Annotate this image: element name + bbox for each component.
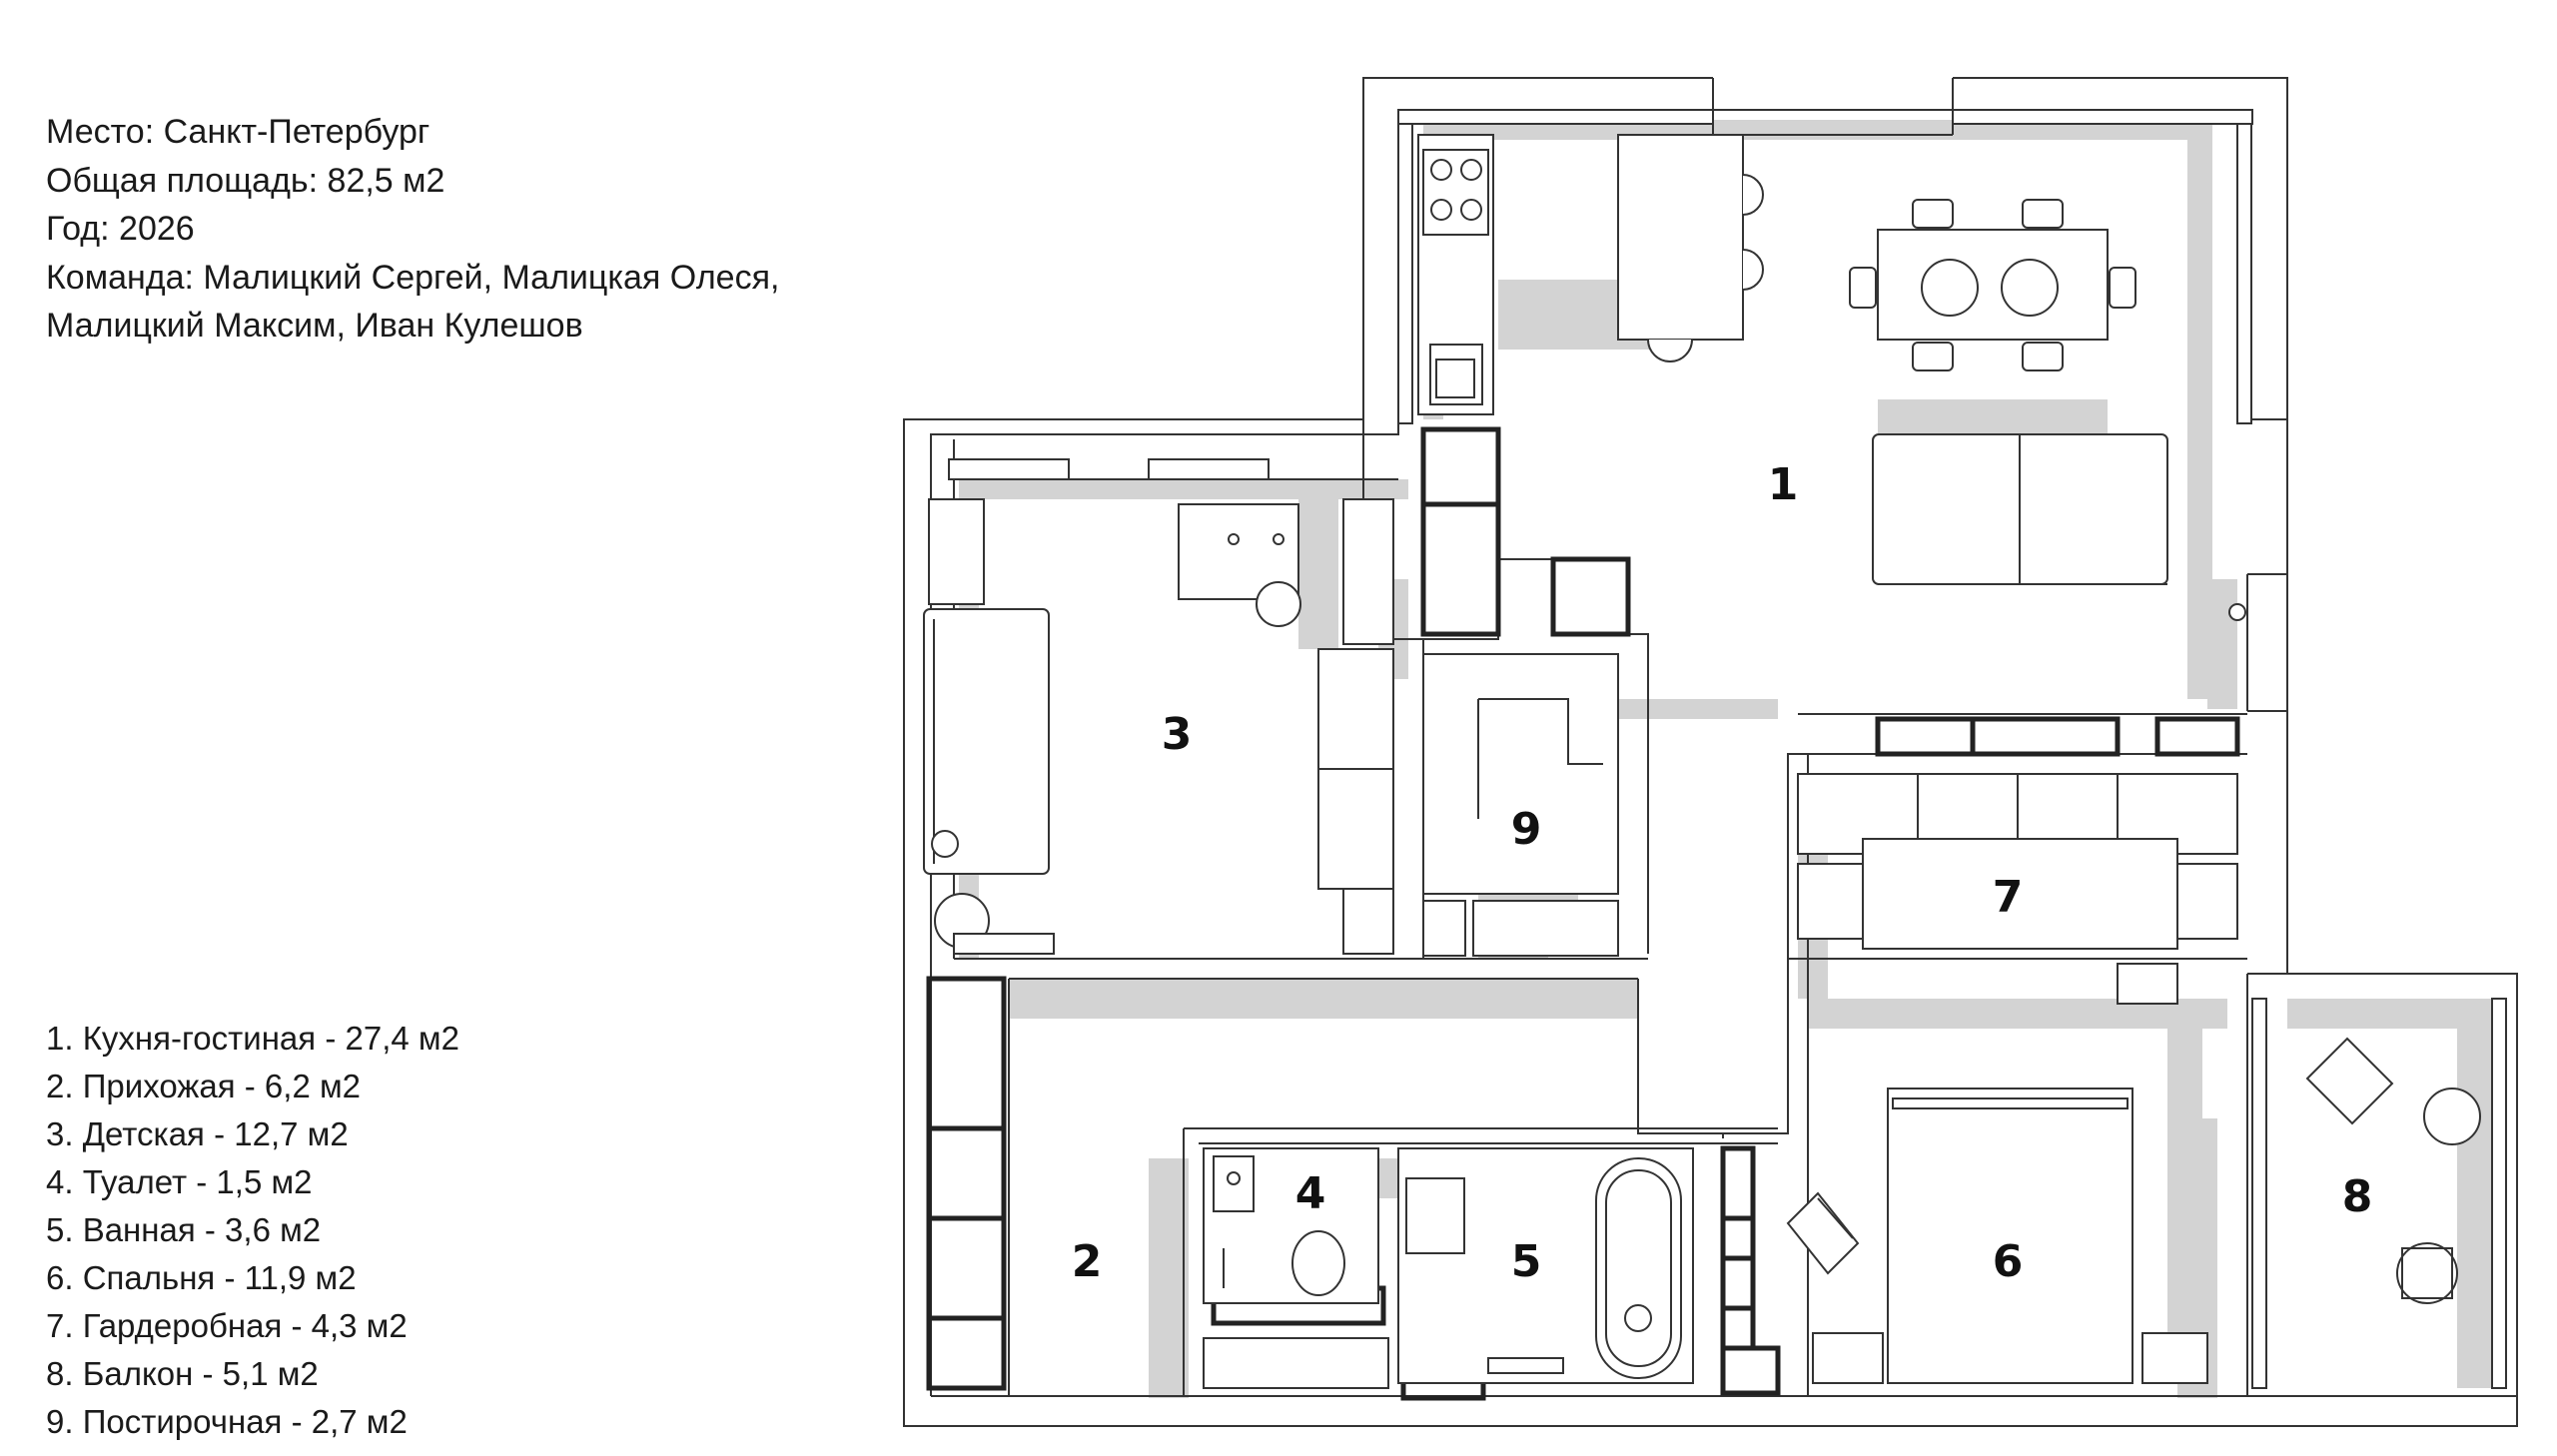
legend-item: 7. Гардеробная - 4,3 м2	[46, 1307, 408, 1344]
legend-item: 6. Спальня - 11,9 м2	[46, 1259, 357, 1296]
year-text: Год: 2026	[46, 210, 195, 248]
area-text: Общая площадь: 82,5 м2	[46, 161, 445, 200]
room-number: 5	[1511, 1236, 1542, 1287]
room-number: 6	[1993, 1236, 2024, 1287]
room-number: 3	[1162, 709, 1193, 760]
room-legend: 1. Кухня-гостиная - 27,4 м2 2. Прихожая …	[46, 1015, 459, 1446]
legend-item: 5. Ванная - 3,6 м2	[46, 1211, 322, 1248]
wardrobe-room	[1797, 773, 2238, 950]
laundry-furniture	[1422, 653, 1619, 957]
bedroom-furniture	[1786, 963, 2208, 1384]
room-number: 2	[1072, 1236, 1103, 1287]
dining-table	[1849, 199, 2136, 371]
legend-item: 9. Постирочная - 2,7 м2	[46, 1403, 408, 1440]
room-number: 4	[1295, 1168, 1326, 1219]
room-number: 8	[2342, 1171, 2373, 1222]
legend-item: 3. Детская - 12,7 м2	[46, 1115, 349, 1152]
balcony-furniture	[2305, 1037, 2481, 1304]
room-number: 1	[1768, 459, 1799, 510]
toilet-room	[1203, 1147, 1389, 1389]
kitchen-unit	[1417, 134, 1764, 415]
legend-item: 2. Прихожая - 6,2 м2	[46, 1068, 362, 1104]
legend-item: 1. Кухня-гостиная - 27,4 м2	[46, 1020, 459, 1057]
sofa	[1872, 433, 2246, 621]
kids-room-furniture	[923, 498, 1394, 955]
place-text: Место: Санкт-Петербург	[46, 113, 430, 151]
team-text-line-1: Команда: Малицкий Сергей, Малицкая Олеся…	[46, 258, 780, 297]
room-number-labels: 1 2 3 4 5 6 7 8 9	[1072, 459, 2373, 1287]
room-number: 7	[1993, 872, 2024, 923]
room-number: 9	[1511, 804, 1542, 855]
legend-item: 8. Балкон - 5,1 м2	[46, 1355, 319, 1392]
legend-item: 4. Туалет - 1,5 м2	[46, 1163, 313, 1200]
windows	[948, 109, 2507, 1389]
bathroom-room	[1397, 1147, 1694, 1384]
team-text-line-2: Малицкий Максим, Иван Кулешов	[46, 307, 583, 345]
project-info: Место: Санкт-Петербург Общая площадь: 82…	[46, 108, 779, 351]
